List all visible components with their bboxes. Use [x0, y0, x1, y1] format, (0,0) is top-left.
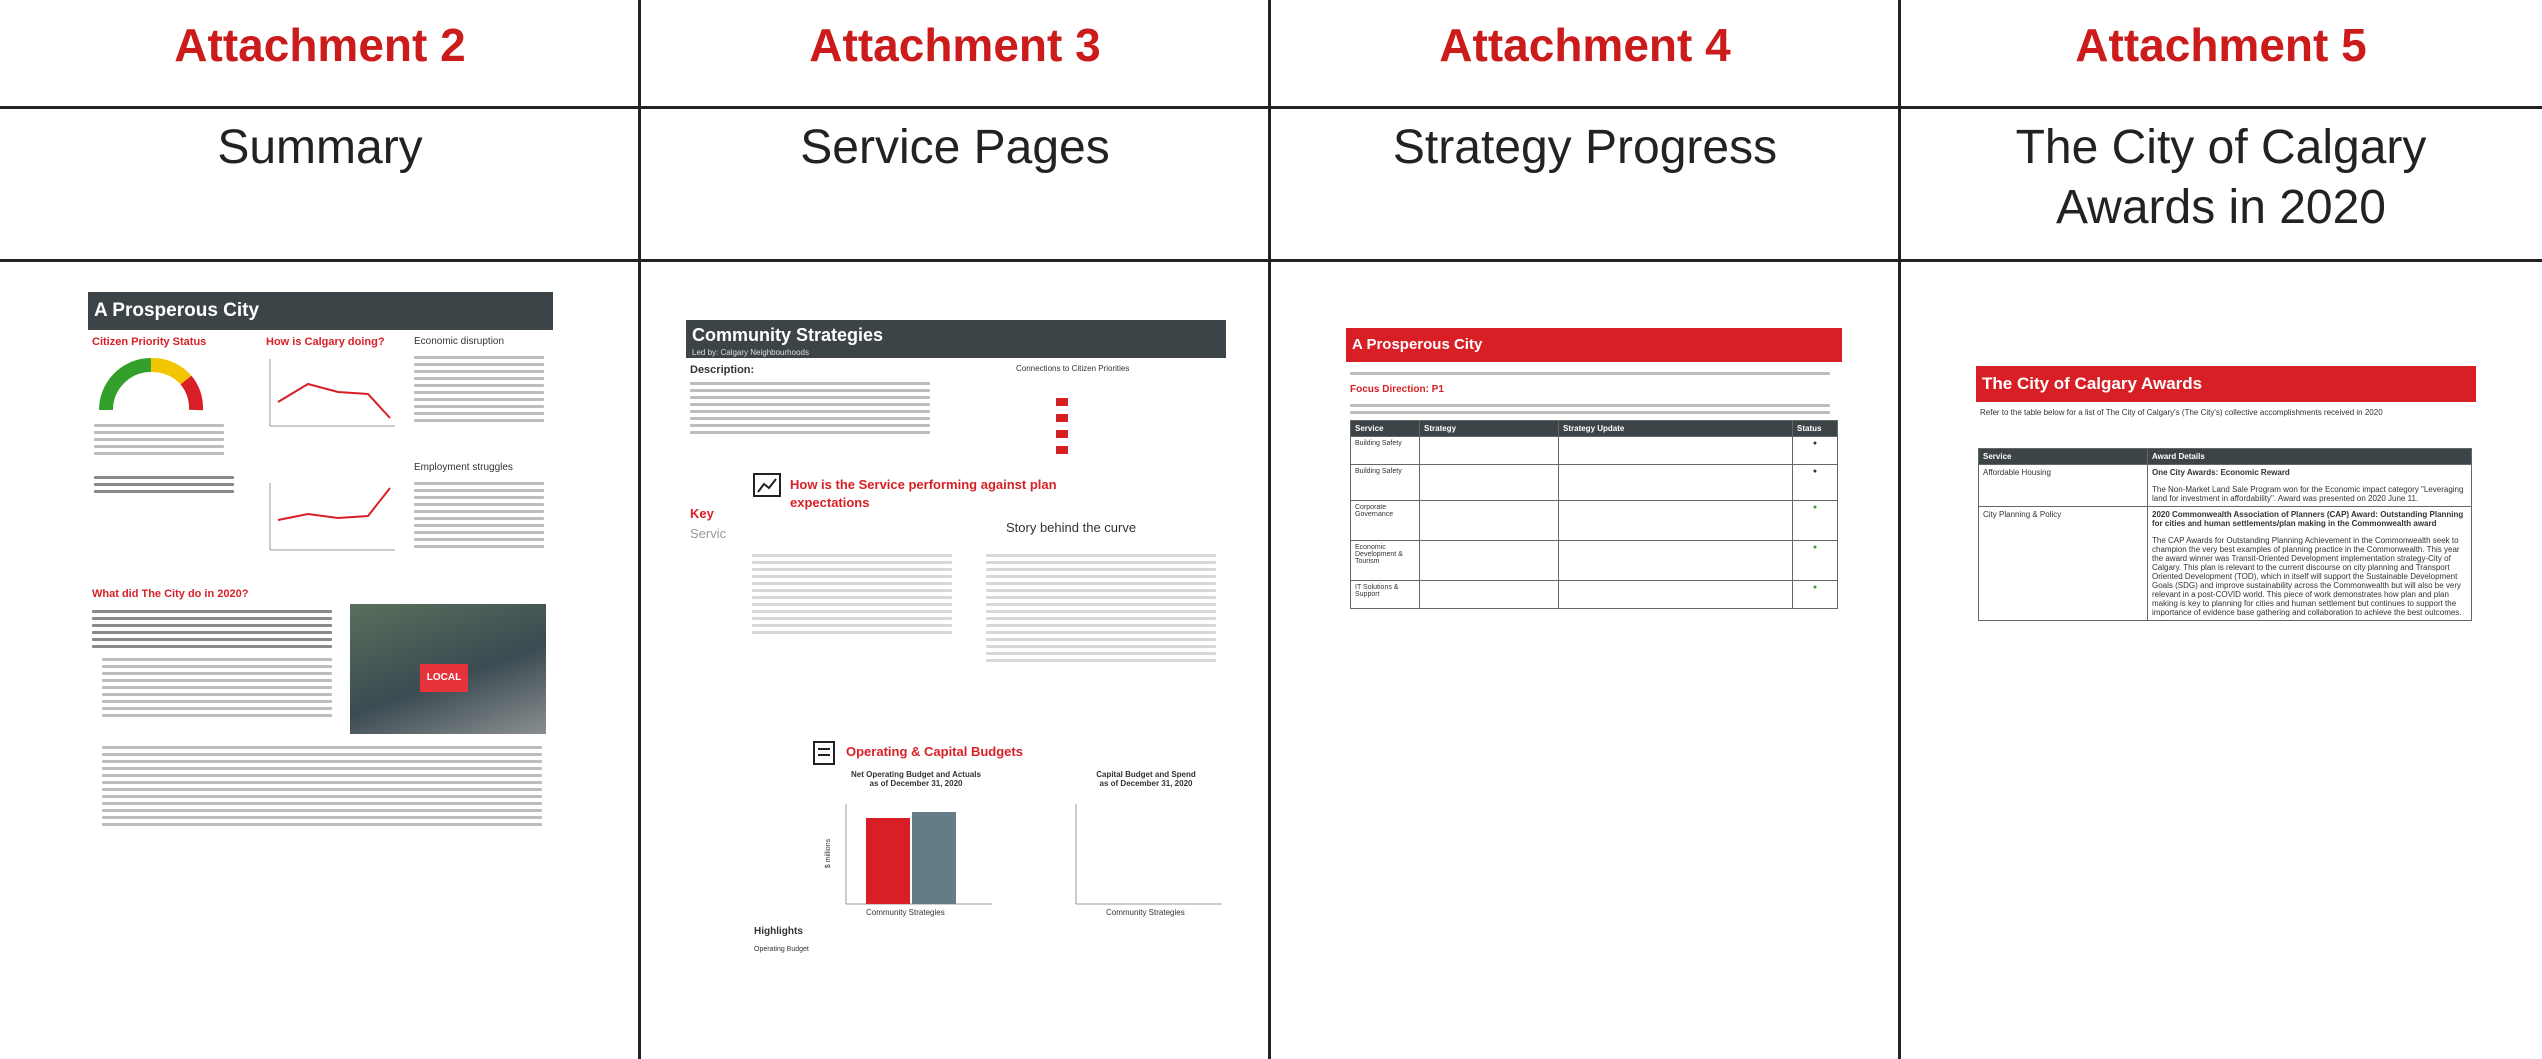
- thumbnail-header: A Prosperous City: [1346, 328, 1842, 362]
- attachment-title: Attachment 2: [174, 19, 466, 71]
- thumbnail-header: Community Strategies: [686, 320, 1226, 358]
- strategy-table: Service Strategy Strategy Update Status …: [1350, 420, 1838, 609]
- attachment-subtitle: Service Pages: [800, 121, 1110, 174]
- bar-budget: [866, 818, 910, 904]
- thumbnail-header: The City of Calgary Awards: [1976, 366, 2476, 402]
- awards-intro: Refer to the table below for a list of T…: [1980, 408, 2383, 417]
- divider: [0, 106, 2542, 109]
- bar-actual: [912, 812, 956, 904]
- thumbnail-header: A Prosperous City: [88, 292, 553, 330]
- attachment-title: Attachment 3: [809, 19, 1101, 71]
- column-attachment-5: Attachment 5 The City of Calgary Awards …: [1900, 0, 2542, 1059]
- divider: [1268, 0, 1271, 1059]
- gdp-line-chart: [269, 359, 395, 427]
- unemployment-line-chart: [269, 483, 395, 551]
- budget-heading: Operating & Capital Budgets: [846, 744, 1023, 759]
- focus-direction: Focus Direction: P1: [1350, 384, 1444, 395]
- budget-document-icon: [813, 741, 835, 765]
- chart-growth-icon: [753, 473, 781, 497]
- storefront-photo: LOCAL: [350, 604, 546, 734]
- operating-budget-chart: [845, 804, 992, 905]
- performing-heading: How is the Service performing against pl…: [790, 477, 1057, 510]
- awards-table: Service Award Details Affordable Housing…: [1978, 448, 2472, 621]
- economic-heading: Economic disruption: [414, 336, 505, 347]
- attachment-title: Attachment 4: [1439, 19, 1731, 71]
- service-page-thumbnail: Community Strategies Led by: Calgary Nei…: [686, 320, 1226, 970]
- attachment-title: Attachment 5: [2075, 19, 2367, 71]
- strategy-thumbnail: A Prosperous City Focus Direction: P1 Se…: [1346, 328, 1842, 644]
- awards-thumbnail: The City of Calgary Awards Refer to the …: [1976, 366, 2476, 726]
- local-sign: LOCAL: [420, 664, 468, 692]
- attachment-subtitle: Strategy Progress: [1392, 121, 1778, 174]
- citizen-priority-heading: Citizen Priority Status: [92, 336, 207, 348]
- capital-budget-chart: [1075, 804, 1222, 905]
- how-doing-heading: How is Calgary doing?: [266, 336, 385, 348]
- story-heading: Story behind the curve: [1006, 520, 1137, 535]
- connections-bars: [986, 390, 1136, 462]
- gauge-icon: [99, 358, 203, 411]
- column-attachment-3: Attachment 3 Service Pages Community Str…: [640, 0, 1270, 1059]
- divider: [638, 0, 641, 1059]
- summary-thumbnail: A Prosperous City Citizen Priority Statu…: [88, 292, 553, 840]
- divider: [0, 259, 2542, 262]
- employment-heading: Employment struggles: [414, 462, 513, 473]
- column-attachment-4: Attachment 4 Strategy Progress A Prosper…: [1270, 0, 1900, 1059]
- divider: [1898, 0, 1901, 1059]
- column-attachment-2: Attachment 2 Summary A Prosperous City C…: [0, 0, 640, 1059]
- attachment-subtitle: Summary: [217, 121, 423, 174]
- attachment-subtitle: The City of Calgary Awards in 2020: [2015, 121, 2427, 234]
- what-did-heading: What did The City do in 2020?: [92, 588, 249, 600]
